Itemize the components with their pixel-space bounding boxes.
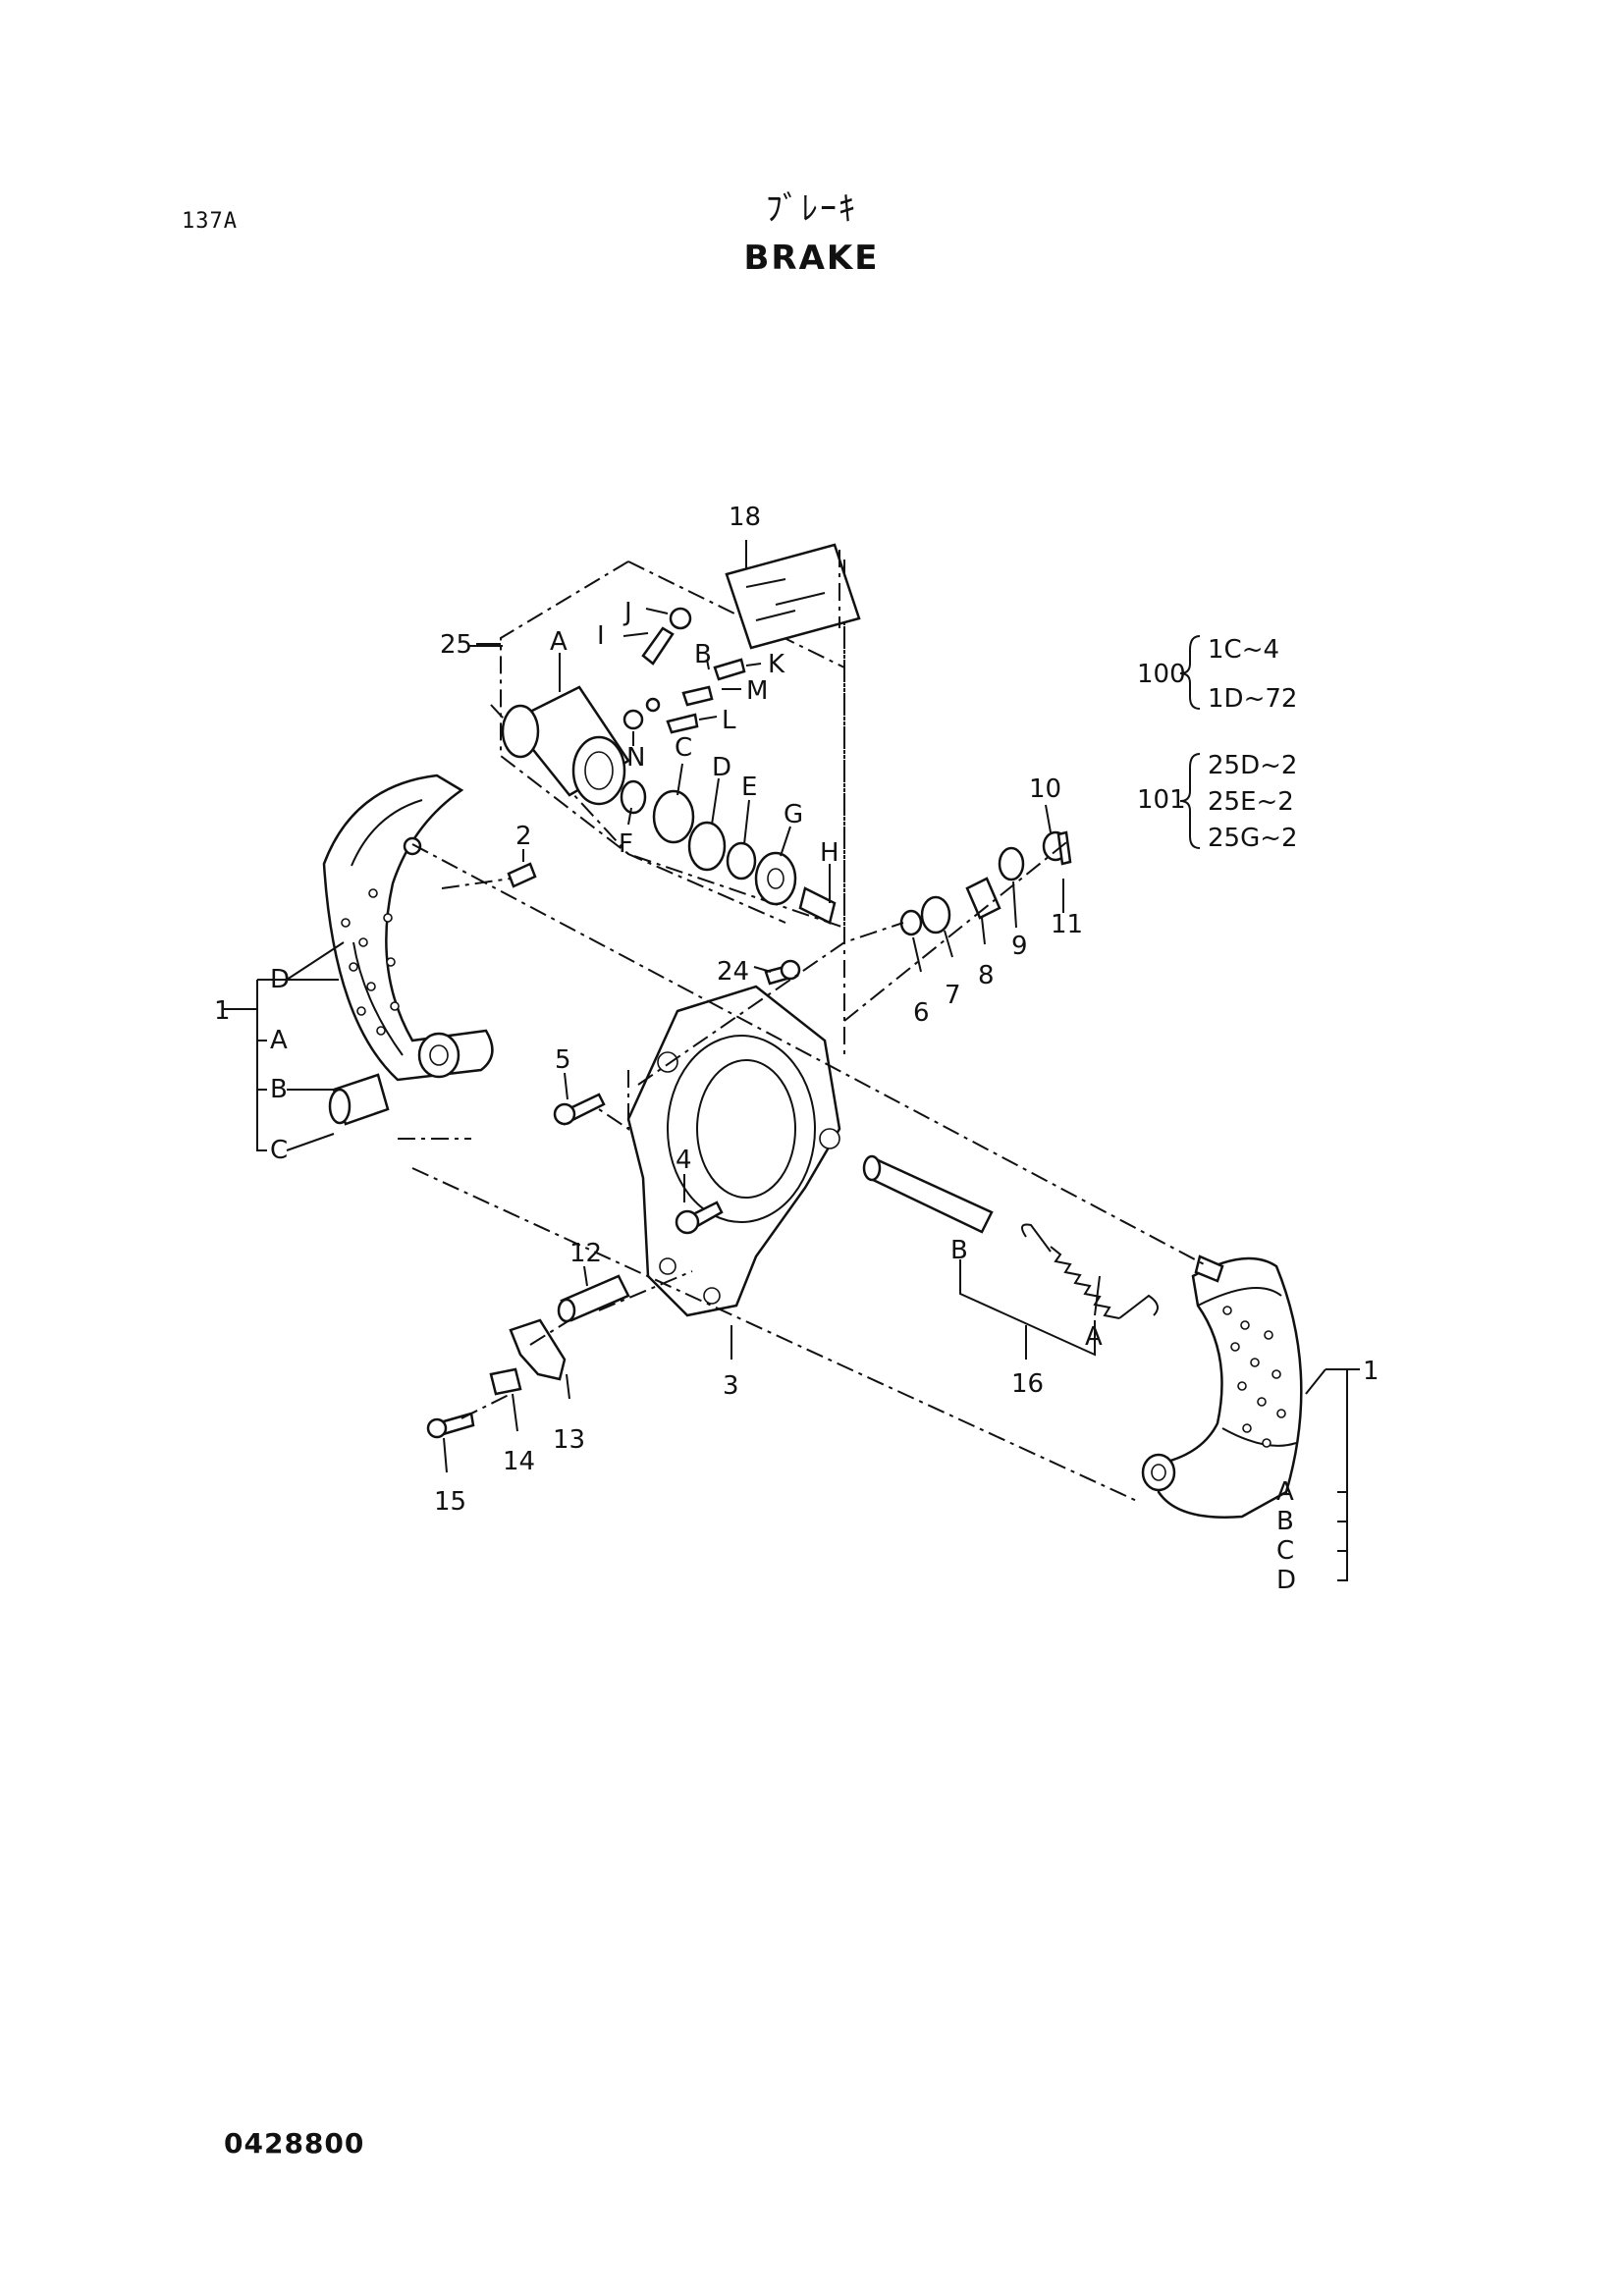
- callout-b: B: [694, 640, 712, 669]
- callout-18: 18: [729, 503, 761, 532]
- callout-25: 25: [440, 630, 472, 660]
- bolt-24: [764, 959, 801, 986]
- callout-d: D: [712, 753, 731, 782]
- shoe-bushing-left: [328, 1073, 390, 1126]
- callout-24: 24: [717, 957, 749, 987]
- callout-k: K: [768, 650, 785, 679]
- callout-c: C: [675, 733, 692, 763]
- page-title: BRAKE: [743, 239, 880, 278]
- callout-g: G: [784, 800, 803, 829]
- callout-4: 4: [676, 1146, 692, 1175]
- callout-n: N: [626, 743, 645, 773]
- callout-1-left-c: C: [270, 1136, 288, 1165]
- drawing-number: 0428800: [224, 2127, 365, 2160]
- washer-14: [489, 1367, 522, 1396]
- callout-1-right-d: D: [1276, 1566, 1296, 1595]
- callout-1-right-a: A: [1276, 1477, 1294, 1507]
- callout-1-left-d: D: [270, 965, 290, 994]
- callout-13: 13: [553, 1425, 585, 1455]
- kit-100-item-2: 1D~72: [1208, 684, 1297, 714]
- callout-14: 14: [503, 1447, 535, 1476]
- callout-11: 11: [1051, 910, 1083, 939]
- adjuster-sleeve: [862, 1154, 994, 1234]
- callout-j: J: [622, 598, 632, 627]
- cylinder-assembly-outline: [490, 560, 845, 1060]
- kit-101-item-3: 25G~2: [1208, 824, 1298, 853]
- backing-plate: [626, 985, 841, 1317]
- callout-1-left: 1: [214, 996, 231, 1026]
- page-title-japanese: ﾌﾞﾚｰｷ: [766, 189, 857, 229]
- callout-1-left-b: B: [270, 1075, 288, 1104]
- callout-16-b: B: [950, 1236, 968, 1265]
- assembly-lines: [398, 838, 1209, 1503]
- kit-group-100: 100 1C~4 1D~72: [1137, 635, 1297, 714]
- adjuster-assembly: [899, 830, 1072, 936]
- callout-e: E: [741, 773, 757, 802]
- callout-12: 12: [569, 1239, 602, 1268]
- return-spring: [1021, 1223, 1159, 1319]
- callout-f: F: [619, 829, 633, 859]
- kit-group-101: 101 25D~2 25E~2 25G~2: [1137, 751, 1298, 853]
- bleeder-screw: [641, 607, 692, 666]
- callout-16-a: A: [1085, 1322, 1103, 1352]
- callout-1-right-c: C: [1276, 1536, 1294, 1566]
- callout-1-right-b: B: [1276, 1507, 1294, 1536]
- callout-2: 2: [515, 822, 532, 851]
- pin-5: [553, 1093, 606, 1126]
- callout-9: 9: [1011, 932, 1028, 961]
- callout-1-left-a: A: [270, 1026, 288, 1055]
- pin-4: [675, 1201, 724, 1235]
- anchor-pin-2: [507, 862, 537, 888]
- kit-101-item-1: 25D~2: [1208, 751, 1297, 780]
- callout-15: 15: [434, 1487, 466, 1517]
- page-code: 137A: [182, 209, 238, 234]
- callout-a: A: [550, 627, 568, 657]
- pin-12: [557, 1274, 630, 1323]
- callout-8: 8: [978, 961, 995, 990]
- bolt-15: [426, 1412, 475, 1439]
- brake-shoe-right: [1141, 1255, 1303, 1519]
- callout-labels: 18 25 A J I B K M L N C D E F G H 2 10 1…: [214, 503, 1380, 1595]
- plate-13: [509, 1318, 567, 1381]
- shoe-lining-plate: [725, 543, 861, 650]
- callout-m: M: [746, 676, 768, 706]
- callout-l: L: [722, 706, 736, 735]
- callout-6: 6: [913, 998, 930, 1028]
- callout-16: 16: [1011, 1369, 1044, 1399]
- kit-101-number: 101: [1137, 785, 1186, 815]
- callout-1-right: 1: [1363, 1357, 1380, 1386]
- callout-h: H: [820, 838, 839, 868]
- callout-i: I: [597, 621, 605, 651]
- kit-101-item-2: 25E~2: [1208, 787, 1294, 817]
- callout-3: 3: [723, 1371, 739, 1401]
- kit-100-item-1: 1C~4: [1208, 635, 1279, 665]
- wheel-cylinder: [501, 685, 630, 806]
- callout-5: 5: [555, 1045, 571, 1075]
- kit-100-number: 100: [1137, 660, 1186, 689]
- leader-lines: [224, 540, 1360, 1581]
- brake-shoe-left: [322, 774, 494, 1082]
- piston-cup-assembly: [620, 779, 837, 925]
- cylinder-bolts: [622, 658, 746, 734]
- callout-7: 7: [945, 981, 961, 1010]
- callout-10: 10: [1029, 774, 1061, 804]
